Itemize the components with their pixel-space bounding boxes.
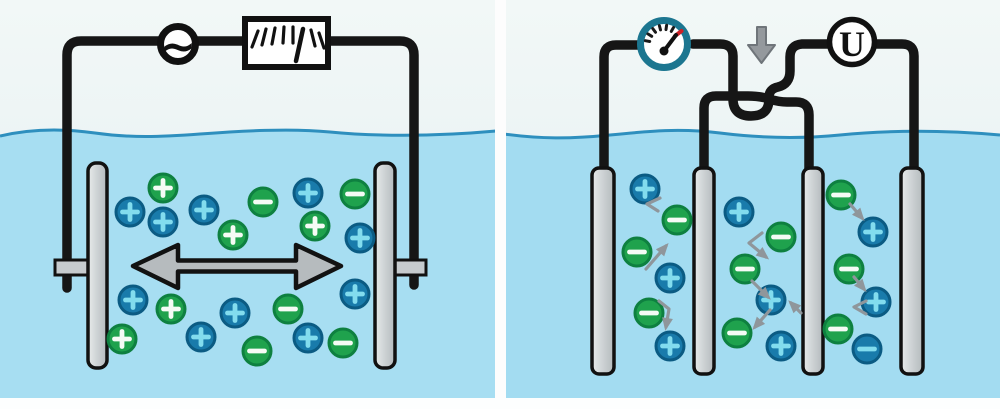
gauge-needle-hub [659, 46, 669, 56]
ion-blue-plus [765, 330, 797, 362]
ion-blue-plus [292, 177, 324, 209]
ion-motion-arrow [752, 308, 772, 330]
right-panel-electrode-4 [899, 166, 925, 376]
ion-blue-plus [857, 216, 889, 248]
ion-blue-plus [219, 297, 251, 329]
right-panel-ions [621, 173, 892, 365]
down-arrow-icon [747, 26, 776, 64]
ion-green-plus [299, 210, 331, 242]
ion-green-minus [721, 317, 753, 349]
ion-motion-arrow [644, 243, 669, 271]
ion-motion-arrow [852, 299, 868, 316]
analog-meter-icon [242, 16, 331, 70]
ion-motion-arrows [644, 196, 868, 331]
ion-blue-plus [292, 322, 324, 354]
bottom-margin [0, 398, 1000, 409]
right-panel-four-electrode-cell: U [503, 0, 1000, 409]
ac-source-icon: ~ [157, 22, 199, 73]
ion-blue-plus [147, 206, 179, 238]
ion-blue-plus [188, 194, 220, 226]
ion-green-plus [106, 323, 138, 355]
ion-blue-plus [654, 262, 686, 294]
ion-green-minus [765, 221, 797, 253]
left-panel-electrode-right [373, 161, 397, 370]
left-panel-electrode-left [86, 161, 109, 370]
ion-motion-arrow [657, 299, 673, 331]
ion-green-plus [147, 172, 179, 204]
ion-green-minus [272, 293, 304, 325]
right-panel-electrode-3 [801, 166, 825, 376]
wire-voltmeter-to-electrode4 [871, 39, 919, 177]
ion-green-minus [822, 313, 854, 345]
voltmeter-label: U [839, 24, 865, 64]
wire-electrode2-to-electrode3-bridge [699, 91, 814, 177]
panel-divider [495, 0, 506, 409]
ion-blue-plus [185, 321, 217, 353]
left-water-surface-line [0, 128, 497, 138]
right-panel-electrode-1 [590, 166, 616, 376]
ion-green-plus [155, 293, 187, 325]
ion-green-minus [247, 186, 279, 218]
left-circuit-wire [62, 36, 419, 293]
right-panel-electrode-2 [692, 166, 716, 376]
ion-green-minus [729, 253, 761, 285]
ion-green-plus [217, 219, 249, 251]
ion-green-minus [241, 335, 273, 367]
ion-blue-minus [851, 333, 883, 365]
ion-motion-arrow [852, 275, 867, 293]
ion-green-minus [633, 297, 665, 329]
ion-blue-plus [344, 222, 376, 254]
wire-electrode1-to-gauge [599, 40, 644, 177]
meter-needle [293, 26, 306, 64]
ion-green-minus [825, 179, 857, 211]
ion-green-minus [621, 236, 653, 268]
left-electrode-clamp [53, 258, 93, 277]
ion-motion-arrow [747, 231, 770, 260]
ion-motion-arrow [645, 196, 662, 213]
ion-blue-plus [114, 196, 146, 228]
left-panel-ions [106, 172, 376, 367]
ion-motion-arrow [788, 300, 803, 315]
dial-gauge-icon [637, 17, 691, 71]
ion-green-minus [661, 204, 693, 236]
oscillation-double-arrow-icon [130, 242, 344, 291]
ion-blue-plus [723, 196, 755, 228]
ion-blue-plus [629, 173, 661, 205]
ion-blue-plus [117, 284, 149, 316]
ion-green-minus [327, 327, 359, 359]
ion-green-minus [833, 253, 865, 285]
right-electrode-clamp [390, 258, 428, 277]
left-panel-ac-two-electrode-cell: ~ [0, 0, 497, 409]
ion-motion-arrow [848, 202, 865, 221]
ion-blue-plus [339, 278, 371, 310]
right-water-surface-line [503, 128, 1000, 140]
ac-tilde-symbol: ~ [160, 22, 197, 73]
ion-green-minus [339, 178, 371, 210]
ion-blue-plus [654, 330, 686, 362]
ion-motion-arrow [750, 279, 771, 300]
voltmeter-icon: U [826, 16, 878, 68]
